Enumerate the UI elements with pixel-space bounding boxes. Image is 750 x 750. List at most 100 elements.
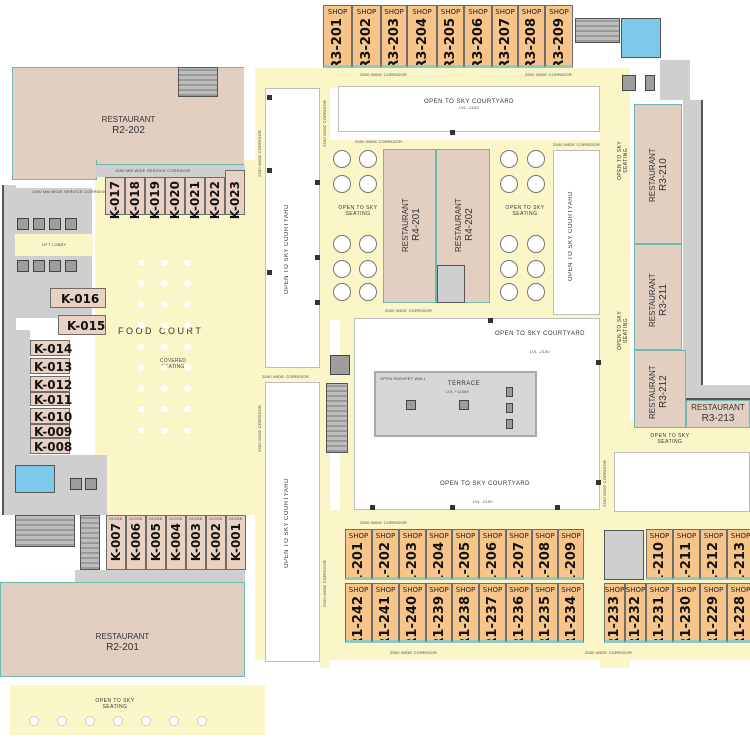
corridor-label: 2500 WIDE CORRIDOR (553, 142, 600, 147)
round-table (333, 150, 351, 168)
kiosk-k-011[interactable]: K-011 (30, 392, 72, 407)
kiosk-k-012[interactable]: K-012 (30, 376, 72, 392)
service-corridor-kiosks-top: 1500 MM WIDE SERVICE CORRIDOR (95, 165, 245, 177)
kiosk-k-016[interactable]: K-016 (50, 288, 106, 308)
round-table (333, 260, 351, 278)
kiosk-k-017[interactable]: K-017 (105, 177, 125, 219)
column (450, 505, 455, 510)
corridor-label: 2500 WIDE CORRIDOR (322, 100, 327, 147)
skylight-unit (506, 403, 513, 413)
kiosk-k-015[interactable]: K-015 (58, 315, 106, 335)
restaurant-r3-211[interactable]: RESTAURANT R3-211 (634, 244, 682, 350)
kiosk-k-008[interactable]: K-008 (30, 438, 72, 454)
round-table (500, 150, 518, 168)
kiosk-k-009[interactable]: K-009 (30, 424, 72, 439)
round-table (359, 175, 377, 193)
kiosk-k-021[interactable]: K-021 (185, 177, 205, 219)
round-table (527, 283, 545, 301)
round-table (333, 175, 351, 193)
kiosk-k-013[interactable]: K-013 (30, 358, 72, 374)
kiosk-k-020[interactable]: K-020 (165, 177, 185, 219)
skylight-unit (406, 400, 416, 410)
restaurant-r3-213[interactable]: RESTAURANT R3-213 (686, 400, 750, 428)
restaurant-r4-202[interactable]: RESTAURANT R4-202 (436, 149, 490, 303)
column (315, 300, 320, 305)
corridor-label: 2500 WIDE CORRIDOR (262, 374, 309, 379)
kiosk-k-023[interactable]: K-023 (225, 170, 245, 219)
kiosk-k-022[interactable]: K-022 (205, 177, 225, 219)
restaurant-r2-202-ext (12, 160, 97, 180)
restaurant-r3-210[interactable]: RESTAURANT R3-210 (634, 104, 682, 244)
lift-icon (65, 218, 77, 230)
restaurant-r2-201[interactable]: RESTAURANT R2-201 (0, 582, 245, 677)
corridor-label: 2500 WIDE CORRIDOR (355, 139, 402, 144)
seating-south-label: OPEN TO SKY SEATING (95, 698, 135, 710)
lift-icon (330, 355, 350, 375)
kiosk-k-019[interactable]: K-019 (145, 177, 165, 219)
round-table (333, 283, 351, 301)
courtyard-west: OPEN TO SKY COURTYARD (265, 88, 320, 368)
kiosk-k-010[interactable]: K-010 (30, 408, 72, 424)
restaurant-r3-212[interactable]: RESTAURANT R3-212 (634, 350, 686, 428)
service-core-r4 (437, 265, 465, 303)
round-table (359, 283, 377, 301)
lift-icon (70, 478, 82, 490)
service-corridor-kiosk-rear (75, 570, 245, 582)
corridor-label: 2500 WIDE CORRIDOR (602, 460, 607, 507)
kiosk-k-018[interactable]: K-018 (125, 177, 145, 219)
restaurant-r4-201[interactable]: RESTAURANT R4-201 (383, 149, 436, 303)
corridor-label: 2500 WIDE CORRIDOR (525, 72, 572, 77)
corridor-label: 2500 WIDE CORRIDOR (390, 650, 437, 655)
staircase-north (178, 67, 218, 97)
corridor-label: 2500 WIDE CORRIDOR (257, 405, 262, 452)
kiosk-k-014[interactable]: K-014 (30, 340, 72, 356)
courtyard-west-lower: OPEN TO SKY COURTYARD (265, 382, 320, 662)
column (267, 168, 272, 173)
courtyard-east-lower (614, 452, 750, 512)
